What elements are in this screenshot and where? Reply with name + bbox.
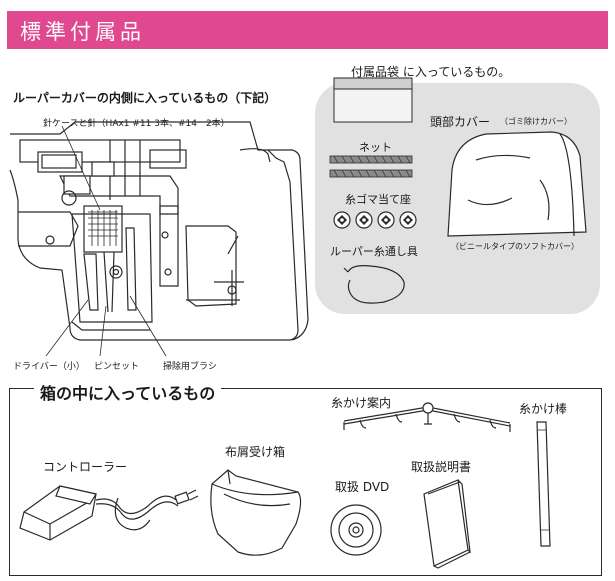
head-cover-label: 頭部カバー bbox=[430, 115, 491, 129]
net-label: ネット bbox=[359, 141, 392, 154]
thread-guide-label: 糸かけ案内 bbox=[331, 396, 392, 410]
head-cover-note: （ゴミ除けカバー） bbox=[500, 117, 572, 126]
dvd-label: 取扱 DVD bbox=[335, 480, 390, 494]
title-banner: 標準付属品 bbox=[7, 11, 608, 49]
page-title: 標準付属品 bbox=[20, 20, 145, 44]
tweezers-label: ピンセット bbox=[94, 362, 140, 372]
accessory-bag-heading: 付属品袋 に入っているもの。 bbox=[351, 65, 511, 79]
screwdriver-label: ドライバー（小） bbox=[13, 362, 85, 372]
scrap-box-label: 布屑受け箱 bbox=[225, 445, 286, 459]
controller-label: コントローラー bbox=[43, 460, 128, 474]
manual-label: 取扱説明書 bbox=[411, 460, 472, 474]
head-cover-type: （ビニールタイプのソフトカバー） bbox=[451, 242, 579, 251]
spool-cap-label: 糸ゴマ当て座 bbox=[345, 193, 411, 206]
needle-case-label: 針ケースと針（HAx1 #11 3本、#14 2本） bbox=[43, 119, 230, 129]
thread-rod-label: 糸かけ棒 bbox=[519, 402, 568, 416]
brush-label: 掃除用ブラシ bbox=[163, 362, 217, 372]
box-contents-heading: 箱の中に入っているもの bbox=[34, 380, 222, 404]
box-contents-frame bbox=[9, 388, 602, 576]
threader-label: ルーパー糸通し具 bbox=[330, 245, 418, 258]
looper-cover-heading: ルーパーカバーの内側に入っているもの（下記） bbox=[13, 91, 277, 105]
